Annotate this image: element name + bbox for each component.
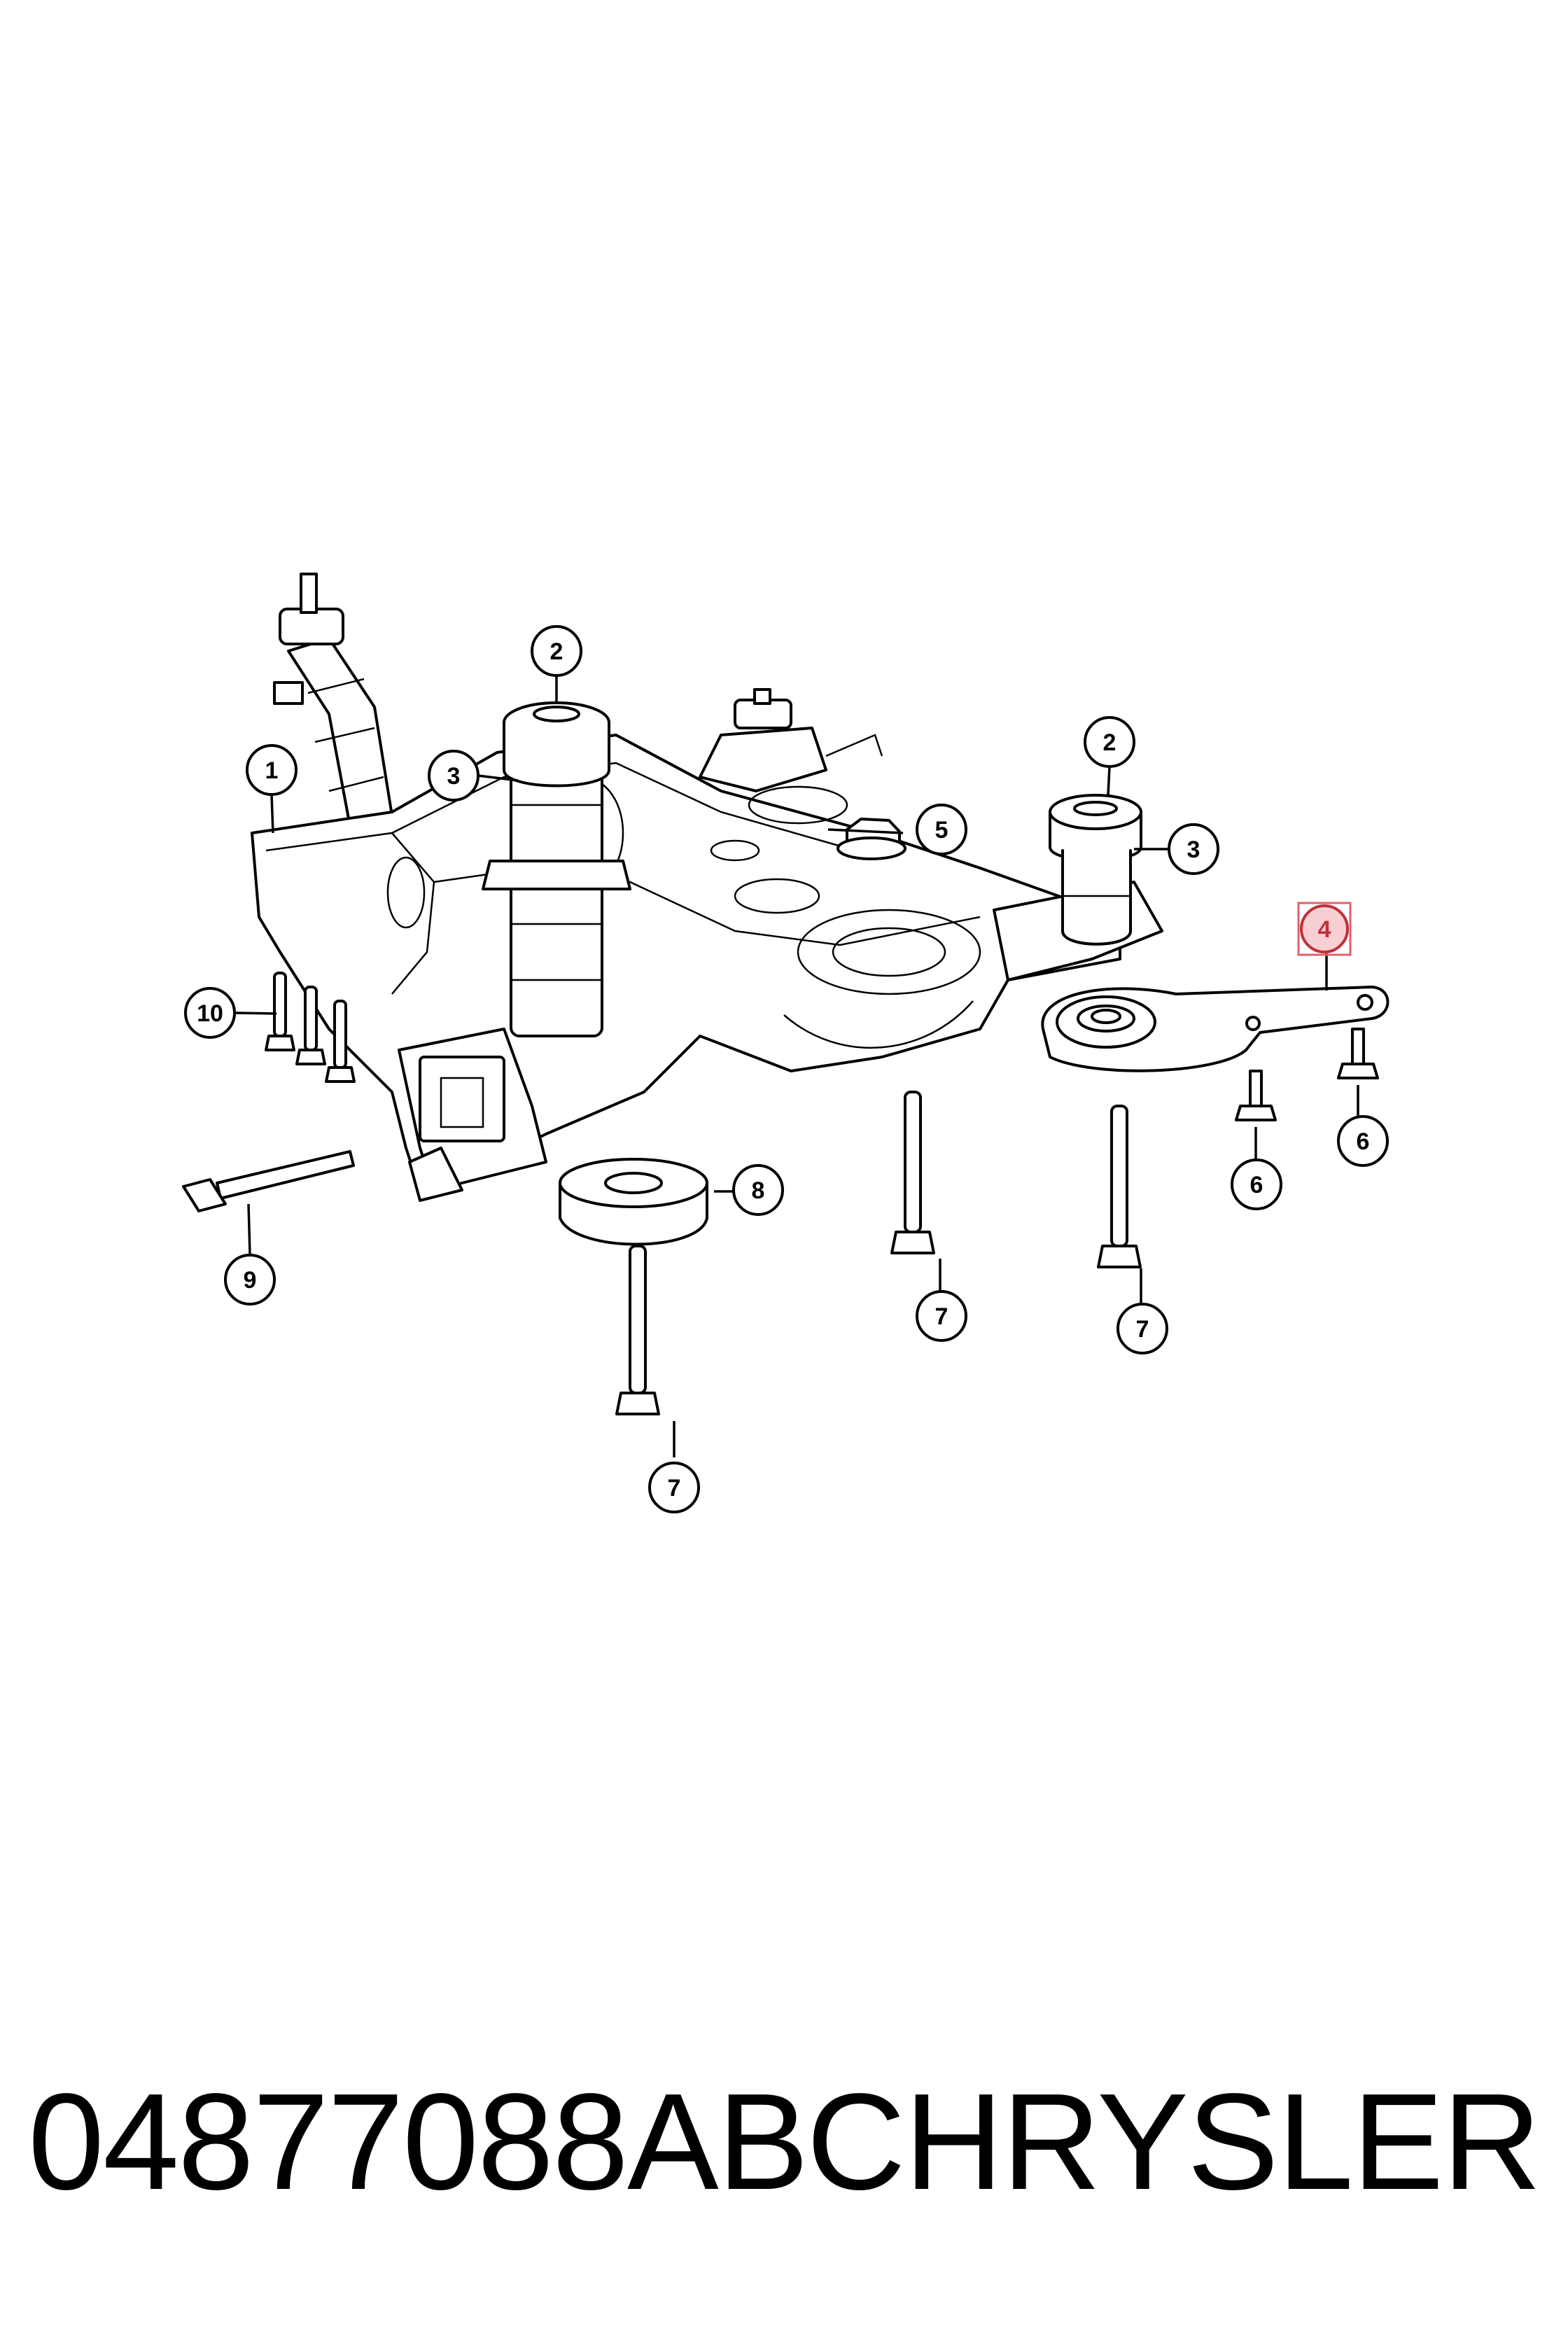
callout-label: 9 (244, 1267, 257, 1294)
bolt-part-7-c (615, 1245, 660, 1415)
callout-label: 3 (447, 763, 461, 790)
callout-7-b: 7 (1116, 1303, 1168, 1354)
bushing-2-left (503, 701, 610, 788)
callout-6-a: 6 (1231, 1158, 1282, 1210)
stud-part-6-b (1337, 1028, 1379, 1079)
bushing-2-right (1049, 794, 1142, 946)
bolt-part-7-a (890, 1091, 935, 1254)
bolt-part-9 (182, 1150, 355, 1212)
crossmember (251, 573, 1163, 1202)
callout-label: 1 (265, 757, 279, 784)
brand-name: CHRYSLER (806, 2065, 1541, 2218)
callout-3-left: 3 (428, 750, 479, 802)
callout-1: 1 (246, 744, 298, 796)
callout-2-right: 2 (1084, 716, 1135, 768)
callout-7-a: 7 (916, 1290, 967, 1342)
callout-8: 8 (732, 1164, 784, 1216)
callout-label: 7 (1136, 1316, 1149, 1343)
callout-6-b: 6 (1337, 1115, 1389, 1167)
callout-10: 10 (184, 987, 236, 1039)
callout-label: 4 (1318, 916, 1331, 943)
callout-7-c: 7 (648, 1462, 700, 1513)
callout-5: 5 (916, 804, 967, 855)
callout-label: 7 (935, 1303, 948, 1330)
callout-label: 10 (197, 1000, 223, 1027)
callout-label: 8 (752, 1177, 765, 1204)
callout-label: 2 (550, 638, 564, 665)
footer: 04877088AB CHRYSLER (28, 2065, 1541, 2218)
stud-part-6-a (1235, 1070, 1277, 1121)
bushing-part-8 (559, 1158, 708, 1246)
callout-label: 6 (1357, 1128, 1370, 1155)
bracket-part-4 (1041, 986, 1390, 1072)
callout-3-right: 3 (1168, 823, 1219, 875)
callout-label: 7 (668, 1475, 681, 1502)
leader-lines (234, 675, 1359, 1457)
callout-label: 2 (1103, 729, 1116, 756)
bolts-part-10 (265, 972, 356, 1083)
callout-4-highlighted[interactable]: 4 (1297, 902, 1352, 956)
callout-9: 9 (224, 1254, 276, 1306)
callout-2-left: 2 (531, 625, 582, 677)
part-number: 04877088AB (28, 2065, 809, 2218)
callout-label: 6 (1250, 1172, 1264, 1198)
callout-label: 5 (935, 817, 948, 844)
callout-label: 3 (1187, 836, 1200, 863)
bolt-part-7-b (1097, 1105, 1142, 1268)
